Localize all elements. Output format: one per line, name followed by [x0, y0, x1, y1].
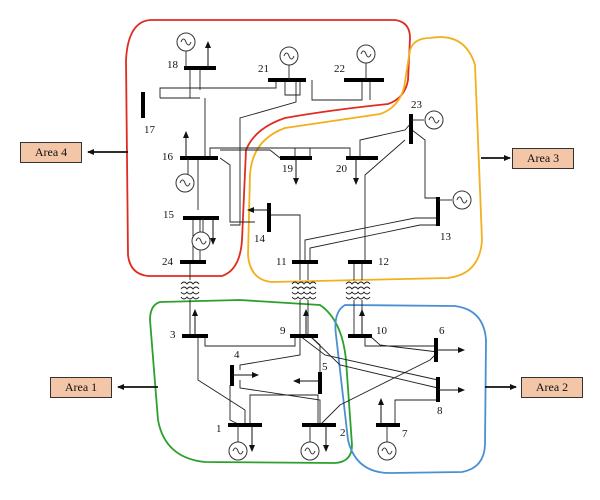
transformer-11-9: [291, 281, 317, 300]
bus-label-18: 18: [167, 59, 179, 71]
transformers: [180, 281, 371, 300]
bus-label-12: 12: [378, 256, 389, 268]
transmission-lines: [159, 68, 439, 426]
generator-23-icon: [424, 110, 444, 130]
area-pointers: [87, 149, 517, 390]
bus-label-15: 15: [163, 209, 175, 221]
bus-label-16: 16: [162, 151, 174, 163]
generator-22-icon: [356, 44, 376, 64]
bus-label-2: 2: [340, 427, 346, 439]
generator-18-icon: [176, 32, 196, 52]
bus-label-9: 9: [280, 325, 286, 337]
area4-label: Area 4: [20, 142, 82, 163]
bus-label-21: 21: [258, 63, 269, 75]
bus-label-7: 7: [402, 428, 408, 440]
bus-label-10: 10: [376, 325, 388, 337]
bus-label-24: 24: [162, 256, 174, 268]
area2-boundary: [334, 304, 487, 474]
area1-label: Area 1: [50, 377, 112, 398]
bus-label-6: 6: [439, 325, 445, 337]
transformer-24-3: [180, 281, 200, 300]
bus-label-22: 22: [334, 63, 345, 75]
loads: [183, 41, 465, 452]
transformer-12-10: [345, 281, 371, 300]
bus-label-23: 23: [411, 99, 423, 111]
bus-label-4: 4: [234, 349, 240, 361]
bus-label-3: 3: [170, 329, 176, 341]
area2-label: Area 2: [521, 377, 583, 398]
bus-label-17: 17: [144, 124, 156, 136]
generator-16-icon: [175, 173, 195, 193]
bus-label-14: 14: [254, 233, 266, 245]
bus-label-11: 11: [276, 256, 287, 268]
bus-label-20: 20: [336, 163, 348, 175]
generator-2-icon: [300, 441, 320, 461]
area3-boundary: [247, 36, 483, 283]
bus-label-13: 13: [440, 231, 452, 243]
area1-boundary: [149, 299, 353, 464]
generator-15-icon: [191, 231, 211, 251]
generator-13-icon: [452, 190, 472, 210]
bus-label-8: 8: [437, 405, 443, 417]
generator-7-icon: [377, 441, 397, 461]
bus-label-5: 5: [322, 361, 328, 373]
bus-label-19: 19: [282, 163, 294, 175]
area3-label: Area 3: [512, 148, 574, 169]
generators: [175, 32, 472, 461]
bus-labels: 18 21 22 17 16 19 20 23 15 14 13 24 11 1…: [144, 59, 452, 440]
generator-1-icon: [228, 441, 248, 461]
generator-21-icon: [279, 46, 299, 66]
buses: [141, 66, 440, 427]
area4-boundary: [125, 19, 411, 277]
bus-label-1: 1: [216, 423, 222, 435]
